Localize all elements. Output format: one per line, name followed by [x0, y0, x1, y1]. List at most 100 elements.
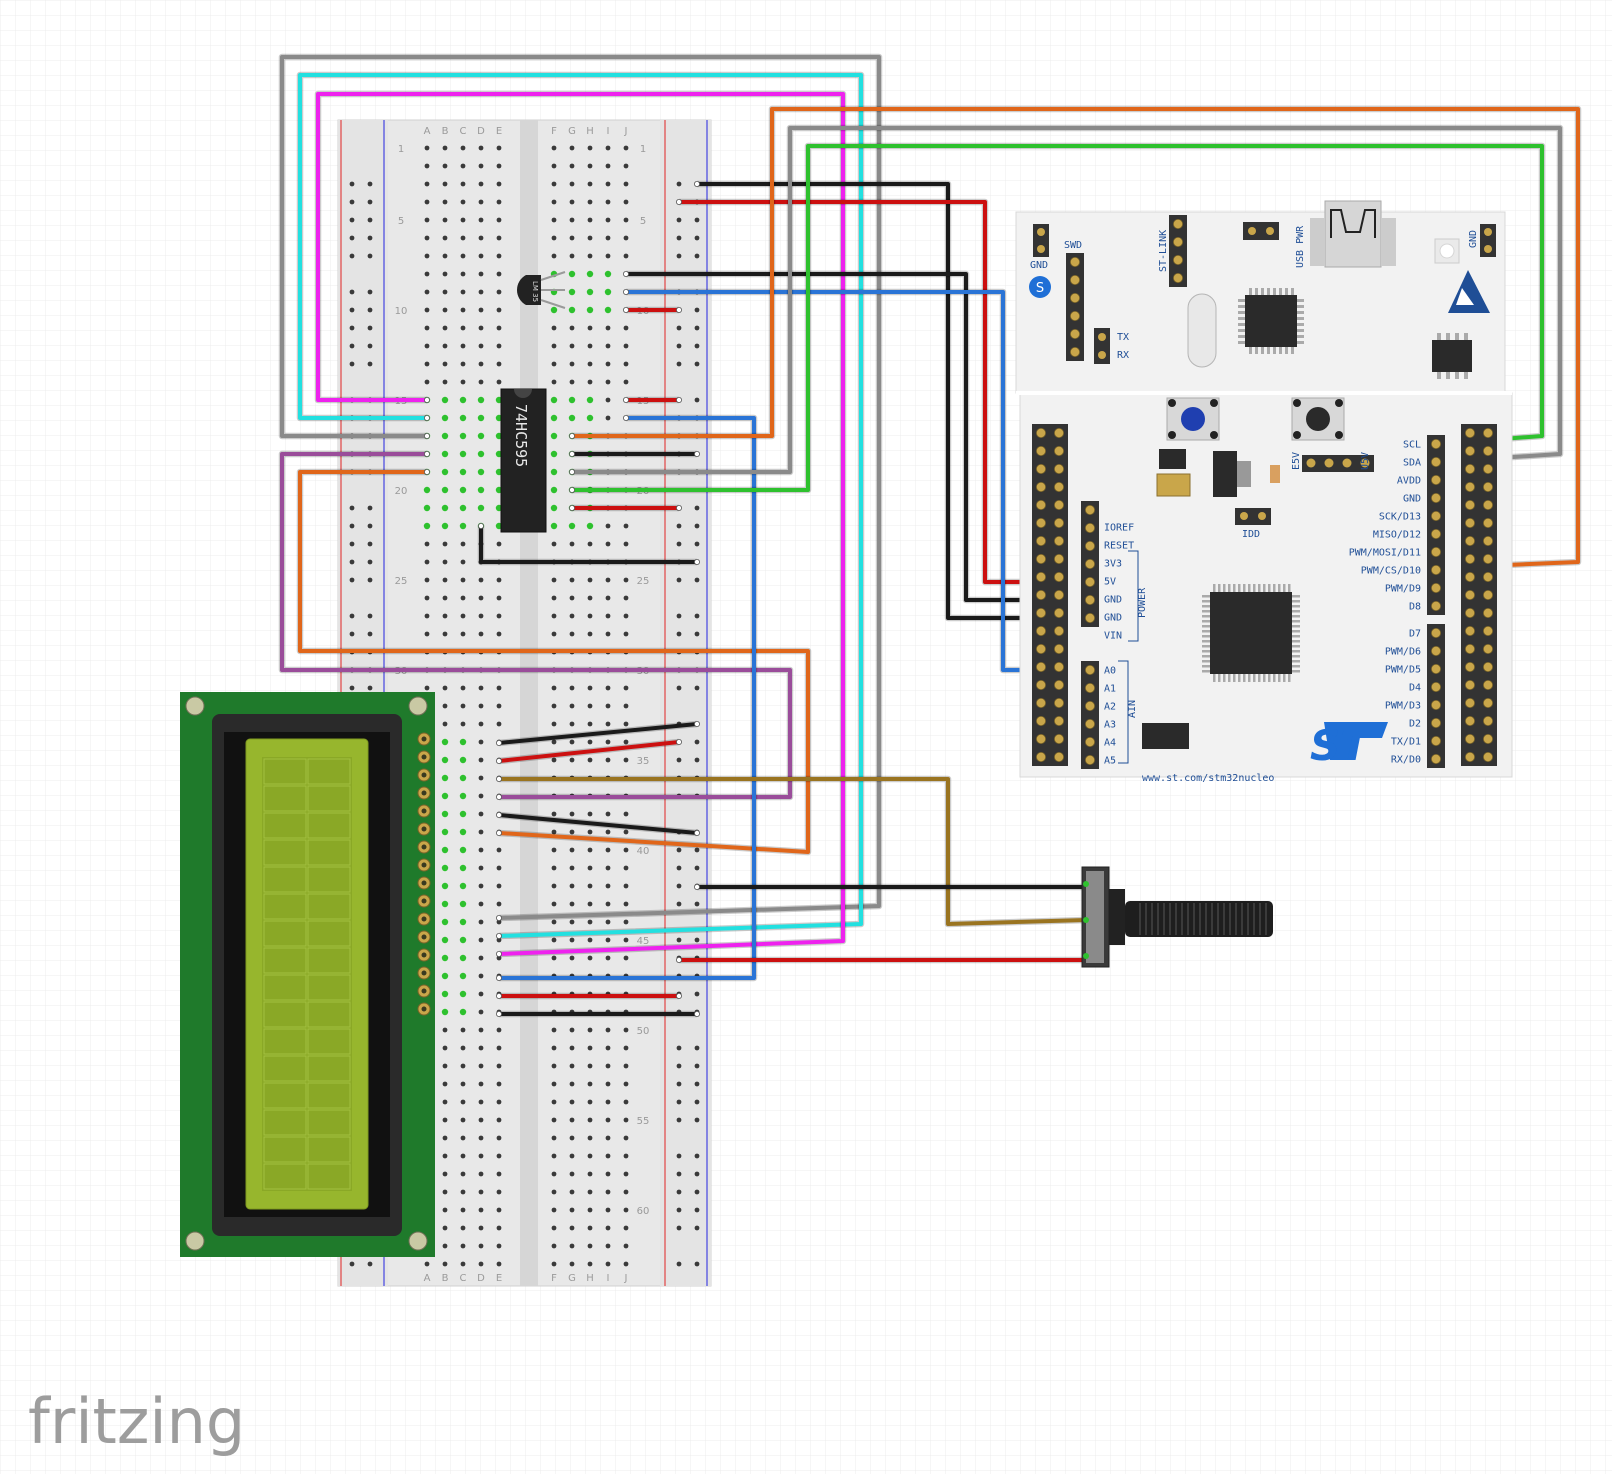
rail-hole[interactable] — [694, 901, 700, 907]
breadboard-hole[interactable] — [424, 307, 430, 313]
breadboard-hole[interactable] — [623, 1261, 629, 1267]
breadboard-hole[interactable] — [496, 1099, 502, 1105]
breadboard-hole[interactable] — [623, 145, 629, 151]
breadboard-hole[interactable] — [496, 1207, 502, 1213]
breadboard-hole[interactable] — [442, 1135, 448, 1141]
breadboard-hole[interactable] — [587, 541, 593, 547]
breadboard-hole[interactable] — [623, 1171, 629, 1177]
breadboard-hole[interactable] — [623, 703, 629, 709]
breadboard-hole[interactable] — [424, 631, 430, 637]
power-pin[interactable] — [1085, 559, 1096, 570]
morpho-pin[interactable] — [1054, 752, 1065, 763]
morpho-pin[interactable] — [1465, 662, 1476, 673]
morpho-pin[interactable] — [1036, 481, 1047, 492]
breadboard-hole[interactable] — [587, 955, 593, 961]
morpho-pin[interactable] — [1036, 644, 1047, 655]
breadboard-hole[interactable] — [623, 1225, 629, 1231]
breadboard-hole[interactable] — [478, 955, 484, 961]
breadboard-hole[interactable] — [460, 235, 466, 241]
breadboard-hole[interactable] — [424, 181, 430, 187]
breadboard-hole[interactable] — [551, 721, 557, 727]
breadboard-hole[interactable] — [569, 1207, 575, 1213]
analog-pin[interactable] — [1085, 755, 1096, 766]
breadboard-hole[interactable] — [551, 541, 557, 547]
breadboard-hole[interactable] — [442, 703, 448, 709]
breadboard-hole[interactable] — [587, 1171, 593, 1177]
breadboard-hole[interactable] — [442, 1063, 448, 1069]
swd-pin[interactable] — [1070, 346, 1081, 357]
breadboard-hole[interactable] — [551, 1261, 557, 1267]
breadboard-hole[interactable] — [587, 847, 593, 853]
power-select-header[interactable] — [1302, 455, 1374, 472]
morpho-pin[interactable] — [1036, 590, 1047, 601]
breadboard-hole[interactable] — [551, 343, 557, 349]
breadboard-hole[interactable] — [478, 937, 484, 943]
gnd-header-right[interactable] — [1480, 224, 1496, 257]
breadboard-hole[interactable] — [424, 559, 430, 565]
morpho-pin[interactable] — [1054, 626, 1065, 637]
breadboard-hole[interactable] — [587, 253, 593, 259]
breadboard-hole[interactable] — [496, 1189, 502, 1195]
breadboard-hole[interactable] — [424, 235, 430, 241]
breadboard-hole[interactable] — [605, 739, 611, 745]
digital-header-lower[interactable] — [1427, 624, 1445, 768]
breadboard-hole[interactable] — [623, 1243, 629, 1249]
wire-purple-loop[interactable] — [280, 452, 792, 799]
breadboard-hole[interactable] — [424, 145, 430, 151]
breadboard-hole[interactable] — [478, 1243, 484, 1249]
digital-pin[interactable] — [1431, 547, 1442, 558]
breadboard-hole[interactable] — [424, 685, 430, 691]
breadboard-hole[interactable] — [623, 379, 629, 385]
rail-hole[interactable] — [676, 1225, 682, 1231]
rail-hole[interactable] — [676, 1189, 682, 1195]
breadboard-hole[interactable] — [478, 865, 484, 871]
breadboard-hole[interactable] — [569, 541, 575, 547]
wire-gray-loop[interactable] — [280, 55, 881, 920]
breadboard-hole[interactable] — [478, 739, 484, 745]
breadboard-hole[interactable] — [623, 937, 629, 943]
rail-hole[interactable] — [367, 613, 373, 619]
morpho-pin[interactable] — [1465, 590, 1476, 601]
rail-hole[interactable] — [694, 505, 700, 511]
breadboard-hole[interactable] — [460, 1063, 466, 1069]
morpho-pin[interactable] — [1465, 427, 1476, 438]
breadboard-hole[interactable] — [587, 811, 593, 817]
breadboard-hole[interactable] — [623, 1063, 629, 1069]
wire-black-gnd[interactable] — [695, 182, 1092, 620]
breadboard-hole[interactable] — [496, 145, 502, 151]
breadboard-hole[interactable] — [623, 253, 629, 259]
breadboard-hole[interactable] — [569, 253, 575, 259]
breadboard-hole[interactable] — [569, 217, 575, 223]
rail-hole[interactable] — [694, 1171, 700, 1177]
breadboard-hole[interactable] — [496, 361, 502, 367]
rail-hole[interactable] — [349, 631, 355, 637]
digital-pin[interactable] — [1431, 456, 1442, 467]
power-pin[interactable] — [1085, 523, 1096, 534]
rail-hole[interactable] — [349, 253, 355, 259]
breadboard-hole[interactable] — [623, 901, 629, 907]
rail-hole[interactable] — [694, 397, 700, 403]
breadboard-hole[interactable] — [569, 1225, 575, 1231]
breadboard-hole[interactable] — [496, 289, 502, 295]
breadboard-hole[interactable] — [569, 577, 575, 583]
morpho-pin[interactable] — [1465, 680, 1476, 691]
breadboard-hole[interactable] — [442, 1207, 448, 1213]
breadboard-hole[interactable] — [569, 325, 575, 331]
breadboard-hole[interactable] — [442, 199, 448, 205]
breadboard-hole[interactable] — [496, 217, 502, 223]
digital-pin[interactable] — [1431, 646, 1442, 657]
breadboard-hole[interactable] — [551, 361, 557, 367]
breadboard-hole[interactable] — [569, 361, 575, 367]
morpho-pin[interactable] — [1465, 644, 1476, 655]
rail-hole[interactable] — [694, 523, 700, 529]
rail-hole[interactable] — [694, 991, 700, 997]
breadboard-hole[interactable] — [569, 1117, 575, 1123]
morpho-pin[interactable] — [1036, 752, 1047, 763]
breadboard-hole[interactable] — [478, 1189, 484, 1195]
breadboard-hole[interactable] — [460, 325, 466, 331]
breadboard-hole[interactable] — [623, 919, 629, 925]
breadboard-hole[interactable] — [496, 235, 502, 241]
breadboard-hole[interactable] — [496, 847, 502, 853]
breadboard-hole[interactable] — [623, 811, 629, 817]
breadboard-hole[interactable] — [551, 595, 557, 601]
